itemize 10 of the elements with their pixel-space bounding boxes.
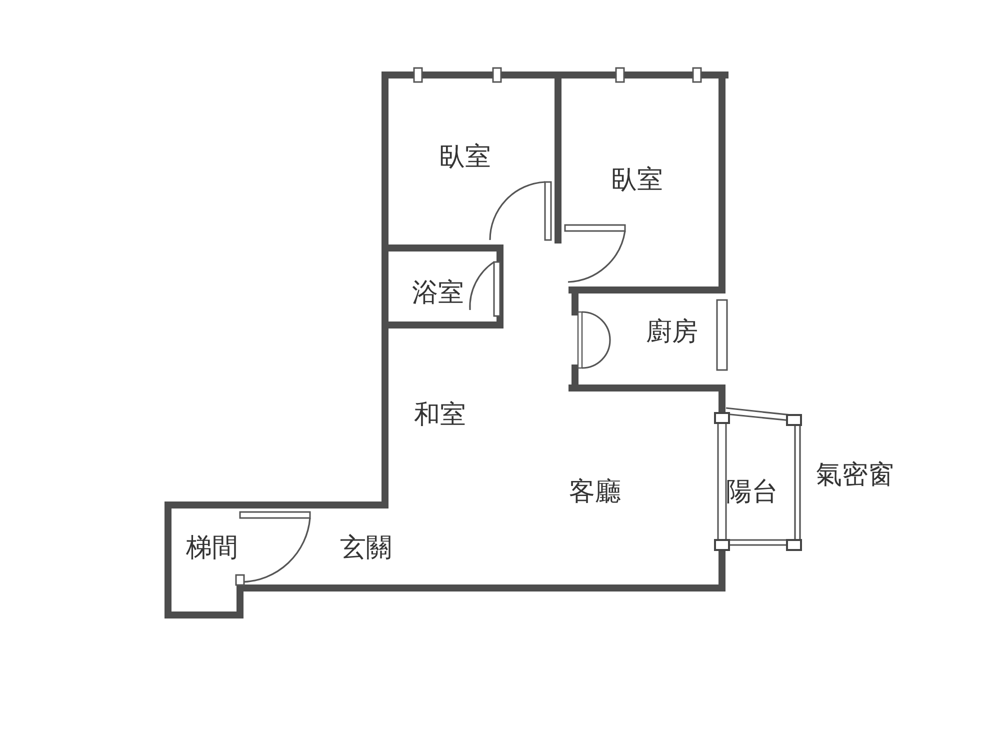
room-label: 臥室 [611,167,663,193]
room-label: 和室 [414,402,466,428]
room-label: 陽台 [726,479,778,505]
room-label: 玄關 [340,535,392,561]
room-label: 梯間 [186,535,238,561]
room-label: 廚房 [646,319,698,345]
room-label: 臥室 [439,144,491,170]
room-label: 浴室 [412,280,464,306]
window-label: 氣密窗 [816,462,894,488]
room-label: 客廳 [569,479,621,505]
